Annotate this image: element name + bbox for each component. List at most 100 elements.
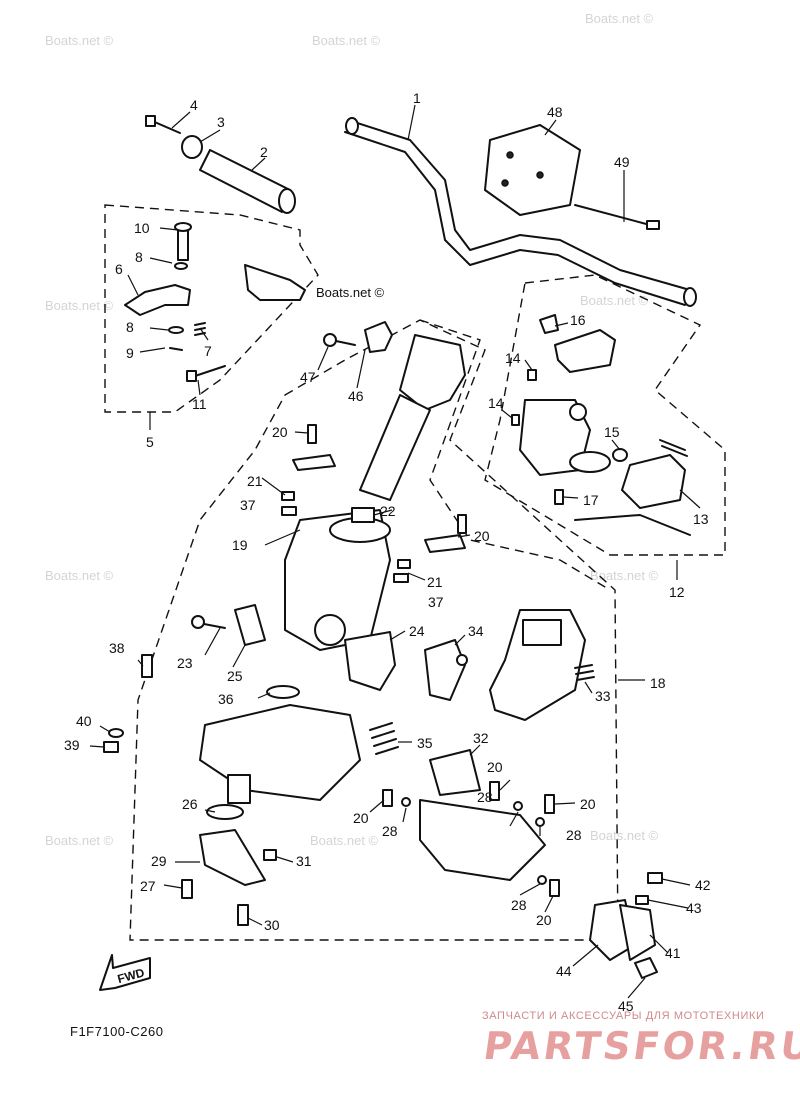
callout-46: 46 bbox=[348, 388, 364, 404]
callout-24: 24 bbox=[409, 623, 425, 639]
callout-17: 17 bbox=[583, 492, 599, 508]
column-shaft bbox=[359, 394, 431, 501]
spring-35 bbox=[369, 722, 399, 755]
callout-45: 45 bbox=[618, 998, 634, 1014]
corner-bracket bbox=[589, 872, 663, 979]
diagram-code: F1F7100-C260 bbox=[70, 1024, 164, 1039]
callout-1: 1 bbox=[413, 90, 421, 106]
callout-28: 28 bbox=[566, 827, 582, 843]
wire bbox=[574, 514, 691, 536]
nut-45 bbox=[634, 957, 658, 979]
cover-body bbox=[489, 609, 586, 721]
watermark: Boats.net © bbox=[590, 568, 659, 583]
callout-32: 32 bbox=[473, 730, 489, 746]
callout-20: 20 bbox=[487, 759, 503, 775]
callout-48: 48 bbox=[547, 104, 563, 120]
callout-14: 14 bbox=[505, 350, 521, 366]
callout-13: 13 bbox=[693, 511, 709, 527]
callout-18: 18 bbox=[650, 675, 666, 691]
washer-28 bbox=[537, 875, 547, 885]
fwd-arrow-shape bbox=[99, 954, 151, 991]
watermark: Boats.net © bbox=[590, 828, 659, 843]
callout-42: 42 bbox=[695, 877, 711, 893]
grommet bbox=[612, 448, 628, 462]
callout-21: 21 bbox=[247, 473, 263, 489]
screw bbox=[554, 489, 564, 505]
lever-assembly bbox=[124, 222, 306, 382]
callout-28: 28 bbox=[477, 789, 493, 805]
watermark: Boats.net © bbox=[45, 568, 114, 583]
callout-20: 20 bbox=[536, 912, 552, 928]
callout-37: 37 bbox=[240, 497, 256, 513]
callout-28: 28 bbox=[511, 897, 527, 913]
bracket bbox=[234, 604, 266, 646]
callout-3: 3 bbox=[217, 114, 225, 130]
bolt-head bbox=[191, 615, 205, 629]
callout-20: 20 bbox=[353, 810, 369, 826]
callout-22: 22 bbox=[380, 503, 396, 519]
pad-hole bbox=[506, 151, 514, 159]
callout-36: 36 bbox=[218, 691, 234, 707]
grip-end bbox=[278, 188, 296, 214]
screw bbox=[527, 369, 537, 381]
callout-10: 10 bbox=[134, 220, 150, 236]
pin-head bbox=[174, 222, 192, 232]
washer-28 bbox=[401, 797, 411, 807]
callout-37: 37 bbox=[428, 594, 444, 610]
handlebar-pad bbox=[484, 124, 581, 216]
column-top bbox=[399, 334, 466, 411]
lanyard-clip bbox=[621, 454, 686, 509]
callout-20: 20 bbox=[272, 424, 288, 440]
watermark: Boats.net © bbox=[310, 833, 379, 848]
brand-logo: PARTSFOR.RU bbox=[480, 1024, 800, 1068]
callout-4: 4 bbox=[190, 97, 198, 113]
spring-33 bbox=[574, 664, 595, 681]
callout-6: 6 bbox=[115, 261, 123, 277]
nut bbox=[281, 491, 295, 501]
washer-40 bbox=[108, 728, 124, 738]
block bbox=[351, 507, 375, 523]
lever-housing bbox=[244, 264, 306, 301]
callout-21: 21 bbox=[427, 574, 443, 590]
small-fasteners-top bbox=[281, 424, 467, 583]
cover-window bbox=[522, 619, 562, 646]
callout-33: 33 bbox=[595, 688, 611, 704]
callout-11: 11 bbox=[192, 396, 207, 412]
side-bracket bbox=[382, 749, 560, 897]
callout-44: 44 bbox=[556, 963, 572, 979]
pad-hole bbox=[536, 171, 544, 179]
nut bbox=[397, 559, 411, 569]
outline-group-5 bbox=[104, 204, 319, 413]
steering-column bbox=[284, 334, 466, 651]
grip bbox=[199, 149, 291, 213]
callout-5: 5 bbox=[146, 434, 154, 450]
callout-labels: 1 2 3 4 5 6 7 8 8 9 10 11 12 13 14 14 15… bbox=[64, 90, 711, 1014]
nut bbox=[281, 506, 297, 516]
callout-28: 28 bbox=[382, 823, 398, 839]
callout-38: 38 bbox=[109, 640, 125, 656]
screw bbox=[511, 414, 520, 426]
callout-29: 29 bbox=[151, 853, 167, 869]
callout-31: 31 bbox=[296, 853, 312, 869]
group-outlines bbox=[104, 204, 726, 941]
callout-41: 41 bbox=[665, 945, 681, 961]
bolt-shaft bbox=[335, 340, 356, 346]
clamp-parts bbox=[323, 321, 393, 353]
callout-16: 16 bbox=[570, 312, 586, 328]
clip bbox=[169, 347, 183, 351]
pivot bbox=[456, 654, 468, 666]
screw-head bbox=[186, 370, 197, 382]
clamp-bracket bbox=[364, 321, 393, 353]
switch-housing bbox=[554, 329, 616, 373]
nut-31 bbox=[263, 849, 277, 861]
plate bbox=[424, 534, 466, 553]
bolt-20 bbox=[549, 879, 560, 897]
housing-body bbox=[199, 704, 361, 801]
switch-assembly bbox=[511, 314, 691, 536]
washer-36 bbox=[266, 685, 300, 699]
bolt-20 bbox=[544, 794, 555, 814]
nut-42 bbox=[647, 872, 663, 884]
callout-2: 2 bbox=[260, 144, 268, 160]
watermark: Boats.net © bbox=[45, 33, 114, 48]
watermark: Boats.net © bbox=[45, 833, 114, 848]
